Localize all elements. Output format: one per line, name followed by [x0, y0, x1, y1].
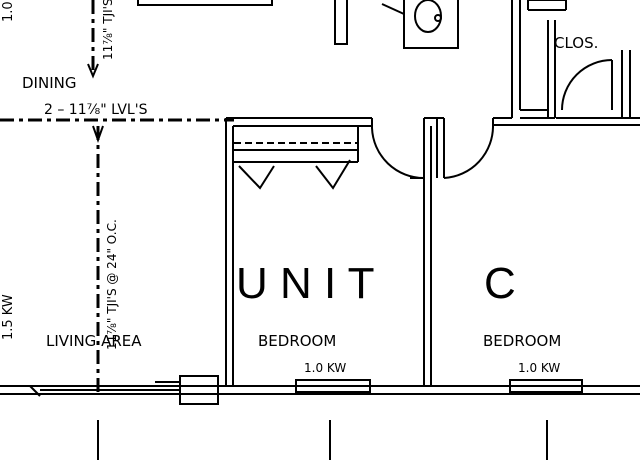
top-left-fragment: 1.0	[1, 1, 16, 22]
closet-label: CLOS.	[554, 34, 598, 52]
arrow-icon	[92, 125, 104, 143]
living-area-label: LIVING AREA	[46, 332, 142, 350]
arrow-icon	[87, 63, 99, 79]
heater-2-label: 1.0 KW	[518, 361, 560, 375]
beam-label: 2 – 11⅞" LVL'S	[44, 102, 148, 118]
heater-left-label: 1.5 KW	[1, 294, 16, 340]
bedroom-1-label: BEDROOM	[258, 332, 336, 350]
wall-box	[179, 375, 219, 405]
dining-label: DINING	[22, 74, 76, 92]
sink-drain-icon	[434, 14, 442, 22]
structure-lines	[0, 0, 234, 396]
wall-stub	[29, 385, 41, 397]
closet-door-v	[238, 165, 275, 190]
wall-stub-top	[334, 0, 348, 45]
arrow-marks	[87, 63, 104, 143]
top-cabinet	[137, 0, 273, 6]
joist-label-living: 11⅞" TJI'S @ 24" O.C.	[105, 219, 119, 350]
closet-door-v	[315, 159, 351, 190]
vanity-edge	[381, 3, 405, 15]
closet-door-swing	[561, 59, 613, 111]
joist-label-dining: 11⅞" TJI'S	[101, 0, 115, 60]
bedroom-2-door-swing	[443, 124, 495, 179]
vanity-counter	[403, 0, 459, 49]
bedroom-1-door-swing	[371, 127, 425, 179]
unit-letter-label: C	[484, 259, 516, 308]
unit-label: U N I T	[236, 259, 375, 308]
bedroom-2-label: BEDROOM	[483, 332, 561, 350]
heater-1-label: 1.0 KW	[304, 361, 346, 375]
